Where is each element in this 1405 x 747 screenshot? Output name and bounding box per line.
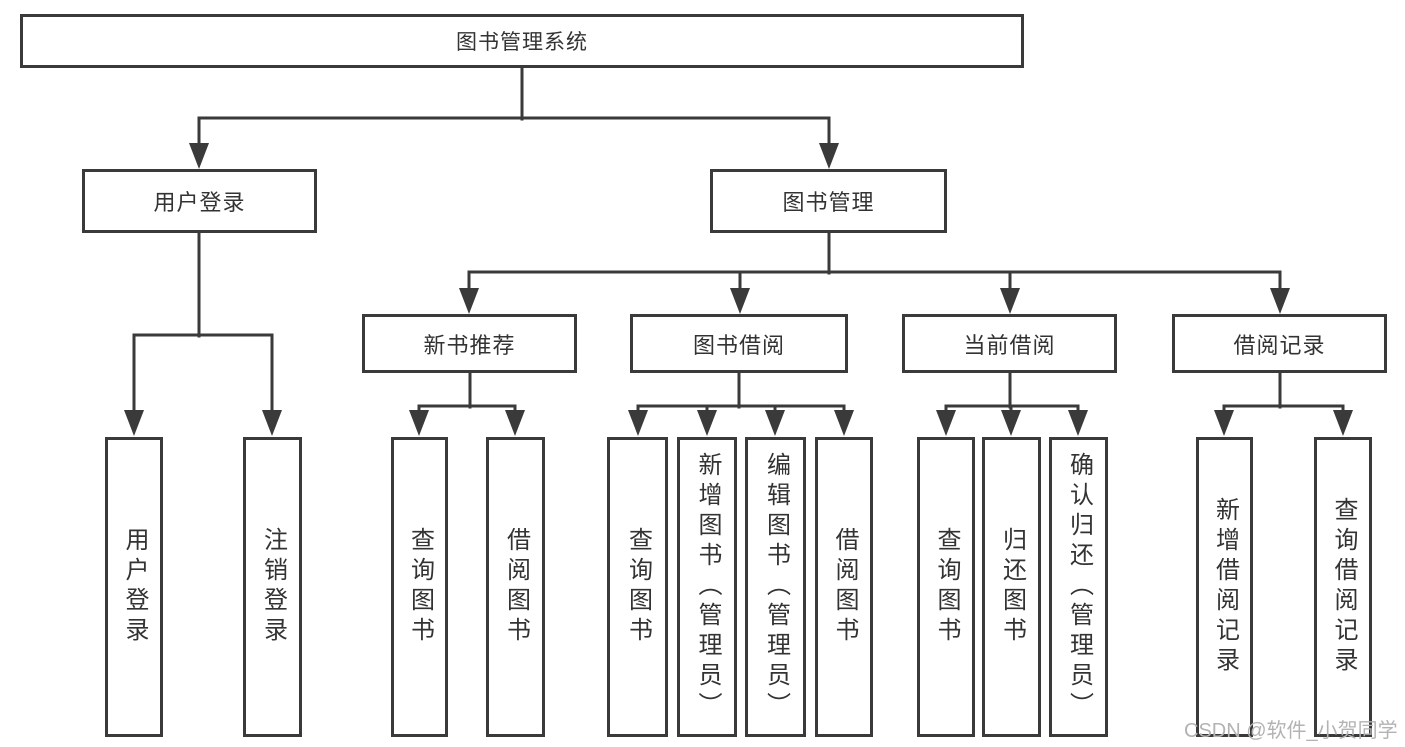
node-user-login: 用户登录 xyxy=(82,169,317,233)
leaf-borrow-books-label: 借阅图书 xyxy=(831,527,858,647)
leaf-logout: 注销登录 xyxy=(243,437,302,737)
node-user-login-label: 用户登录 xyxy=(153,190,246,215)
node-book-management: 图书管理 xyxy=(710,169,947,233)
leaf-user-login-label: 用户登录 xyxy=(121,527,148,647)
leaf-confirm-return-admin-label: 确认归还（管理员） xyxy=(1065,452,1093,722)
leaf-query-books-recommend-label: 查询图书 xyxy=(406,527,434,647)
leaf-add-borrow-record: 新增借阅记录 xyxy=(1196,437,1253,737)
node-borrow-records-label: 借阅记录 xyxy=(1233,332,1326,358)
node-book-borrow: 图书借阅 xyxy=(630,314,848,373)
node-library-system-label: 图书管理系统 xyxy=(456,31,588,54)
leaf-confirm-return-admin: 确认归还（管理员） xyxy=(1049,437,1108,737)
node-book-borrow-label: 图书借阅 xyxy=(692,332,785,358)
leaf-return-books: 归还图书 xyxy=(982,437,1041,737)
leaf-borrow-books-recommend-label: 借阅图书 xyxy=(502,527,530,647)
leaf-user-login: 用户登录 xyxy=(105,437,163,737)
leaf-borrow-books-recommend: 借阅图书 xyxy=(486,437,545,737)
leaf-edit-book-admin-label: 编辑图书（管理员） xyxy=(762,452,790,722)
leaf-edit-book-admin: 编辑图书（管理员） xyxy=(745,437,806,737)
leaf-query-books-borrow: 查询图书 xyxy=(607,437,668,737)
leaf-query-books-recommend: 查询图书 xyxy=(391,437,448,737)
leaf-logout-label: 注销登录 xyxy=(259,527,287,647)
leaf-query-books-current-label: 查询图书 xyxy=(933,527,960,647)
leaf-add-book-admin-label: 新增图书（管理员） xyxy=(694,452,721,722)
node-new-book-recommend-label: 新书推荐 xyxy=(423,332,516,358)
leaf-add-book-admin: 新增图书（管理员） xyxy=(677,437,737,737)
csdn-watermark: CSDN @软件_小贺同学 xyxy=(1184,720,1398,742)
node-current-borrow-label: 当前借阅 xyxy=(963,332,1056,358)
leaf-borrow-books: 借阅图书 xyxy=(815,437,873,737)
node-book-management-label: 图书管理 xyxy=(782,190,875,215)
leaf-query-borrow-record-label: 查询借阅记录 xyxy=(1330,497,1357,677)
leaf-query-books-current: 查询图书 xyxy=(917,437,975,737)
node-new-book-recommend: 新书推荐 xyxy=(362,314,577,373)
leaf-query-books-borrow-label: 查询图书 xyxy=(624,527,652,647)
leaf-query-borrow-record: 查询借阅记录 xyxy=(1314,437,1372,737)
leaf-return-books-label: 归还图书 xyxy=(998,527,1026,647)
leaf-add-borrow-record-label: 新增借阅记录 xyxy=(1211,497,1239,677)
node-borrow-records: 借阅记录 xyxy=(1172,314,1387,373)
node-current-borrow: 当前借阅 xyxy=(902,314,1117,373)
node-library-system: 图书管理系统 xyxy=(20,14,1024,68)
